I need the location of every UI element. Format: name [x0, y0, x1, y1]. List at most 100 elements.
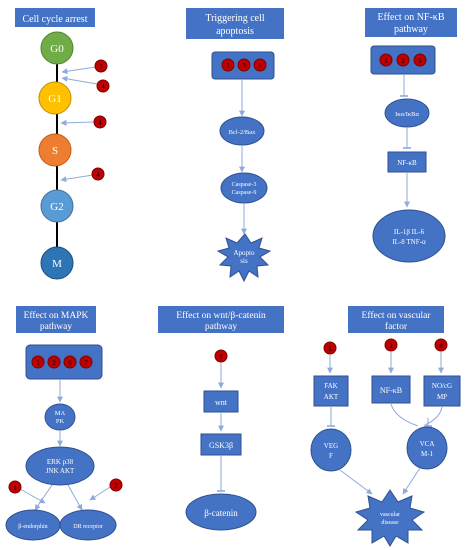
badge-vs-2 [384, 338, 398, 352]
apoptosis-title-box [186, 8, 284, 39]
panel-mapk: Effect on MAPK pathway 1 2 6 7 MA PK ERK… [5, 306, 123, 541]
badge-wnt [214, 349, 228, 363]
node-cytokines-line2: IL-8 TNF-α [392, 238, 426, 246]
badge-mk-1-label: 1 [36, 359, 40, 367]
arrow-badge-3-to-g1s [60, 119, 95, 126]
connector-vs-nfkb [390, 403, 419, 427]
arrow-badge-2-to-g0g1 [61, 75, 98, 85]
node-nfkb-label: NF-κB [397, 159, 417, 167]
badge-vs-1-label: 1 [328, 345, 332, 353]
node-erk-line2: JNK AKT [46, 467, 75, 475]
phase-g0-label: G0 [50, 43, 64, 55]
node-no-cgmp-line1: NO/cG [432, 382, 452, 390]
arrow-badge-1-to-g0g1 [61, 66, 97, 75]
badge-nf-1-label: 1 [384, 57, 388, 65]
badge-wnt-label: 1 [219, 353, 223, 361]
node-caspase [220, 172, 268, 204]
vascular-star-line1: vascular [380, 512, 400, 518]
apoptosis-title-line2: apoptosis [216, 26, 254, 37]
badge-nf-2-label: 2 [401, 57, 405, 65]
badge-cc-1-label: 1 [99, 63, 103, 71]
node-vegf-line1: VEG [324, 442, 338, 450]
apoptosis-star-line2: sis [240, 257, 248, 265]
arrow-mk-left [34, 484, 53, 511]
vascular-disease-star [354, 489, 426, 547]
arrow-vs-vegf [339, 469, 373, 495]
nfkb-title-line2: pathway [394, 24, 428, 35]
node-gsk3b-label: GSK3β [209, 441, 233, 450]
badge-mk-2 [47, 355, 61, 369]
connector-vs-no [424, 406, 443, 426]
node-fak-akt [313, 375, 349, 407]
mapk-title-line1: Effect on MAPK [24, 310, 89, 321]
arrow-vs-vcam [402, 467, 421, 495]
vascular-star-line2: disease [381, 520, 399, 526]
arrow-mk-right [67, 484, 83, 511]
badge-nf-3 [413, 53, 427, 67]
arrow-mk-badge-left [19, 488, 46, 504]
badge-vs-3 [434, 338, 448, 352]
node-cytokines [372, 209, 446, 263]
node-mapk-line2: PK [56, 418, 65, 425]
node-beta-endorphin-label: β-endorphin [18, 524, 47, 530]
node-caspase-line2: Caspase-9 [232, 190, 257, 196]
badge-mk-right [109, 478, 123, 492]
node-vs-nfkb [371, 375, 411, 404]
phase-g2 [40, 189, 74, 223]
node-mapk [44, 403, 76, 431]
vascular-title-line1: Effect on vascular [362, 310, 432, 321]
phase-g1 [38, 81, 72, 115]
arrow-badge-4-to-sg2 [60, 174, 94, 183]
node-beta-catenin-label: β-catenin [204, 508, 238, 518]
badge-ap-3 [253, 58, 267, 72]
node-vs-nfkb-label: NF-κB [380, 386, 402, 395]
node-fak-line2: AKT [324, 393, 339, 401]
node-erk-p38 [25, 446, 95, 486]
phase-s-label: S [52, 145, 58, 157]
badge-ap-1-label: 1 [226, 62, 230, 70]
node-mapk-line1: MA [55, 410, 66, 417]
node-nfkb [387, 151, 427, 173]
badge-mk-left [8, 480, 22, 494]
cell-cycle-title: Cell cycle arrest [23, 14, 88, 25]
badge-nf-2 [396, 53, 410, 67]
badge-mk-2-label: 2 [52, 359, 56, 367]
node-dr-receptor [59, 509, 117, 541]
badge-nf-1 [379, 53, 393, 67]
node-no-cgmp [423, 375, 461, 407]
badge-cc-3 [93, 115, 107, 129]
node-gsk3b [200, 433, 242, 456]
badge-cc-2 [96, 79, 110, 93]
vascular-title-box [348, 306, 444, 333]
badge-cc-1 [94, 59, 108, 73]
node-dr-receptor-label: DR receptor [73, 524, 103, 530]
badge-mk-right-label: 2 [114, 482, 118, 490]
badge-mk-3 [63, 355, 77, 369]
node-ikb-label: Iκα/IκBα [395, 111, 419, 118]
nfkb-title-box [365, 8, 457, 37]
node-bcl2-bax [219, 116, 265, 146]
apoptosis-title-line1: Triggering cell [205, 13, 265, 24]
node-vcam [406, 426, 448, 470]
badge-mk-4-label: 7 [84, 359, 88, 367]
node-fak-line1: FAK [324, 382, 337, 390]
node-bcl2-bax-label: Bcl-2/Bax [229, 129, 256, 136]
badge-mk-4 [79, 355, 93, 369]
phase-g1-label: G1 [48, 93, 61, 105]
mapk-title-line2: pathway [40, 322, 72, 332]
node-vegf [310, 428, 352, 472]
badge-cc-4 [91, 167, 105, 181]
badge-nf-3-label: 5 [418, 57, 422, 65]
badge-mk-left-label: 1 [13, 484, 17, 492]
phase-s [38, 133, 72, 167]
node-wnt [203, 390, 239, 413]
badge-vs-1 [323, 341, 337, 355]
badge-ap-1 [221, 58, 235, 72]
node-caspase-line1: Caspase-3 [232, 182, 257, 188]
panel-wnt: Effect on wnt/β-catenin pathway 1 wnt GS… [158, 306, 284, 531]
apoptosis-star [216, 233, 272, 283]
badge-cc-3-label: 4 [98, 119, 102, 127]
badge-ap-3-label: 5 [258, 62, 262, 70]
